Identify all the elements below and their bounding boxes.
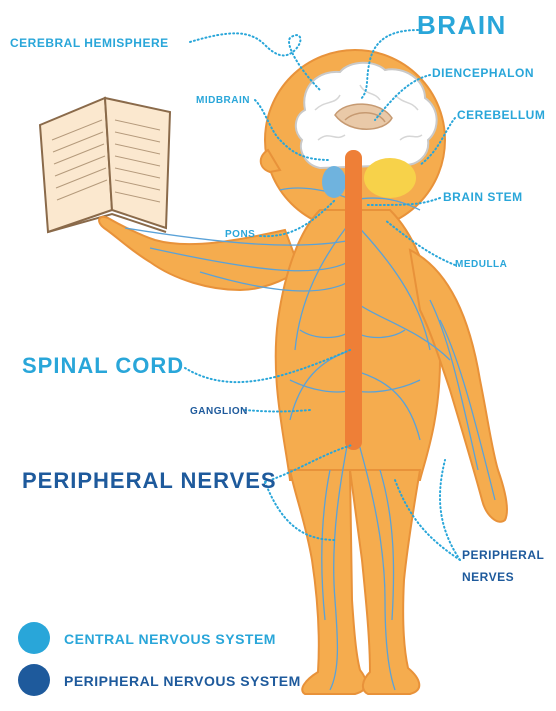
legend-dot-central [18, 622, 50, 654]
label-brain-stem: BRAIN STEM [443, 190, 523, 204]
label-brain: BRAIN [417, 10, 507, 41]
label-cerebral-hemisphere: CEREBRAL HEMISPHERE [10, 36, 169, 50]
legend-label-peripheral: PERIPHERAL NERVOUS SYSTEM [64, 673, 301, 689]
book-icon [40, 98, 170, 232]
label-diencephalon: DIENCEPHALON [432, 66, 534, 80]
label-spinal-cord: SPINAL CORD [22, 353, 184, 379]
label-pons: PONS [225, 229, 255, 240]
label-peripheral-nerves-right-line2: NERVES [462, 570, 514, 584]
label-peripheral-nerves-left: PERIPHERAL NERVES [22, 468, 277, 494]
legend-label-central: CENTRAL NERVOUS SYSTEM [64, 631, 276, 647]
label-peripheral-nerves-right-line1: PERIPHERAL [462, 548, 544, 562]
label-midbrain: MIDBRAIN [196, 95, 250, 106]
label-medulla: MEDULLA [455, 259, 507, 270]
legend-dot-peripheral [18, 664, 50, 696]
label-cerebellum: CEREBELLUM [457, 108, 545, 122]
label-ganglion: GANGLION [190, 406, 248, 417]
